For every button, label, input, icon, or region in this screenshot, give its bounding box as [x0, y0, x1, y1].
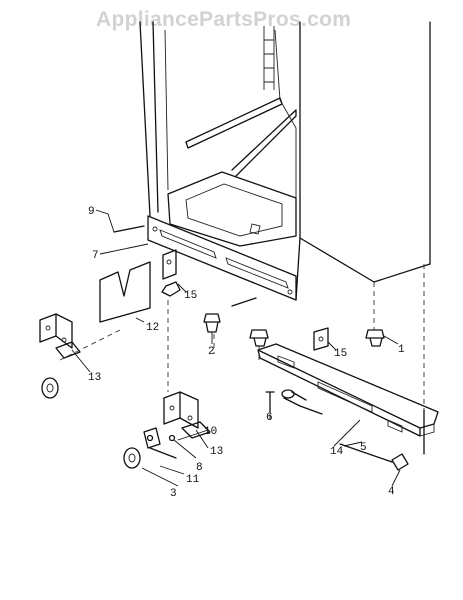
- callout-14: 14: [330, 446, 344, 458]
- callout-6: 6: [266, 412, 273, 424]
- caster-wheel-assembly: [123, 427, 177, 471]
- screw: [113, 225, 145, 233]
- callout-10: 10: [204, 426, 217, 438]
- leader-lines: [71, 209, 401, 487]
- kickplate-rail: [257, 343, 439, 437]
- callout-11: 11: [186, 474, 200, 486]
- screw: [231, 297, 257, 307]
- cabinet: [139, 21, 431, 301]
- callout-4: 4: [388, 486, 395, 498]
- callout-7: 7: [92, 250, 99, 262]
- leveling-bracket-left: [161, 249, 181, 297]
- alignment-lines: [59, 264, 425, 410]
- callout-12: 12: [146, 322, 159, 334]
- callout-1: 1: [398, 344, 405, 356]
- callout-8: 8: [196, 462, 203, 474]
- callout-3: 3: [170, 488, 177, 500]
- rear-cover-plate: [99, 261, 151, 323]
- rear-roller-assembly: [339, 409, 425, 471]
- caster-bracket-front: [163, 391, 211, 439]
- caster-bracket-left: [39, 313, 81, 399]
- leveling-bracket-right: [313, 327, 329, 351]
- callouts: 9 7 12 15 2 15 1 13 6 13 14 10 8 11 5 3 …: [88, 206, 405, 500]
- callout-9: 9: [88, 206, 95, 218]
- callout-13-left: 13: [88, 372, 101, 384]
- callout-15-left: 15: [184, 290, 197, 302]
- leveling-leg-center: [249, 329, 269, 347]
- watermark: AppliancePartsPros.com: [96, 8, 352, 31]
- callout-15-right: 15: [334, 348, 347, 360]
- callout-2: 2: [208, 346, 215, 358]
- leveling-leg-right: [365, 329, 385, 347]
- callout-5: 5: [360, 442, 367, 454]
- leveling-leg-front: [203, 313, 221, 333]
- roller-pin-assembly: [265, 389, 323, 415]
- callout-13-front: 13: [210, 446, 223, 458]
